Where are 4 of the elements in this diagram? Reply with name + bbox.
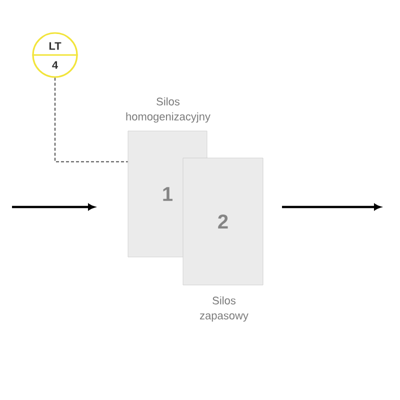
silo-label: Silos zapasowy bbox=[200, 296, 248, 322]
silo-box: 2 bbox=[182, 158, 264, 286]
silo-label: Silos homogenizacyjny bbox=[126, 97, 210, 123]
dashed-line bbox=[54, 77, 128, 162]
